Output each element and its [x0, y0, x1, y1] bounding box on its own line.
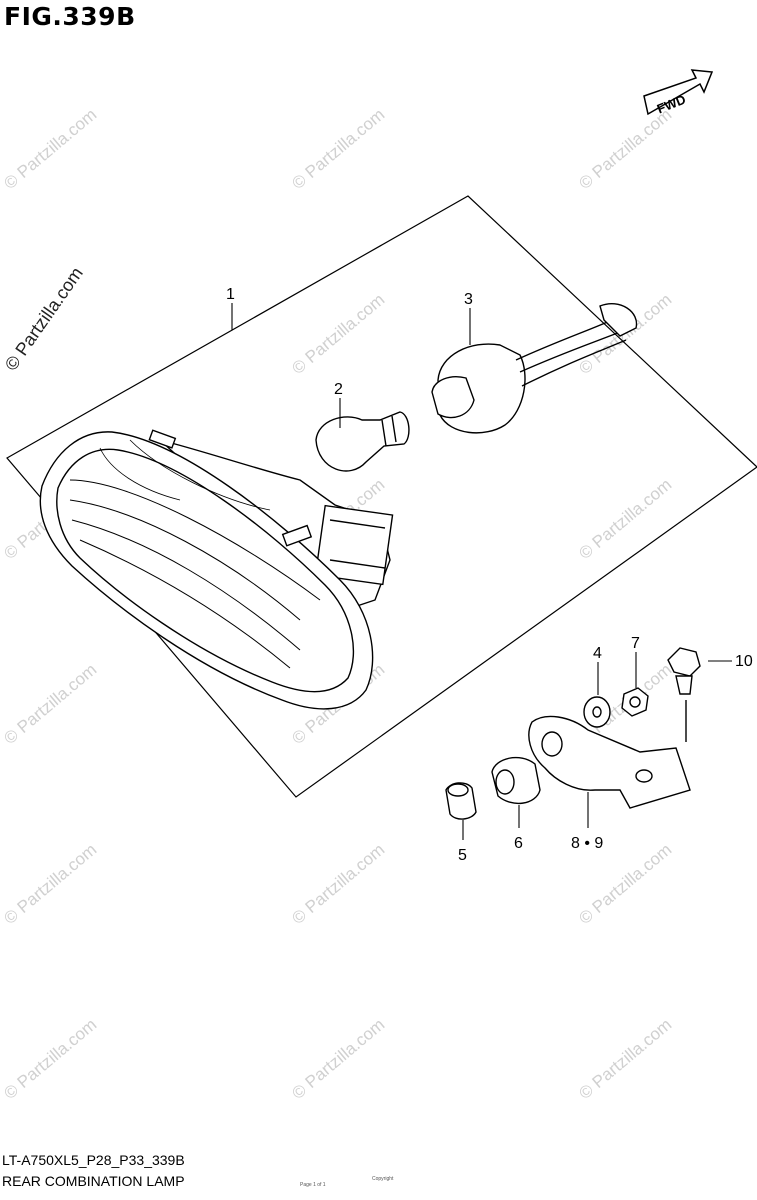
watermark: © Partzilla.com	[575, 105, 675, 193]
callout-6: 6	[514, 835, 523, 852]
bracket-drawing	[528, 715, 691, 809]
callout-labels: 1 2 3 4 5 6 7 8 • 9 10	[226, 286, 753, 864]
watermark: © Partzilla.com	[288, 1015, 388, 1103]
watermark: © Partzilla.com	[288, 105, 388, 193]
cushion-drawing	[491, 756, 541, 805]
watermark: © Partzilla.com	[575, 475, 675, 563]
watermark: © Partzilla.com	[0, 105, 100, 193]
assembly-outline	[6, 195, 757, 798]
callout-10: 10	[735, 653, 753, 670]
callout-4: 4	[593, 645, 602, 662]
diagram-code: LT-A750XL5_P28_P33_339B	[2, 1152, 185, 1168]
watermark: © Partzilla.com	[1, 263, 87, 374]
watermark: © Partzilla.com	[575, 1015, 675, 1103]
callout-1: 1	[226, 286, 235, 303]
callout-5: 5	[458, 847, 467, 864]
figure-title: FIG.339B	[4, 2, 136, 31]
callout-3: 3	[464, 291, 473, 308]
watermark: © Partzilla.com	[288, 290, 388, 378]
nut-drawing	[621, 687, 649, 717]
watermark: © Partzilla.com	[0, 840, 100, 928]
watermark: © Partzilla.com	[288, 840, 388, 928]
callout-2: 2	[334, 381, 343, 398]
fwd-arrow: FWD	[643, 69, 714, 117]
footer-fine-print: Page 1 of 1	[300, 1182, 326, 1188]
watermark: © Partzilla.com	[575, 840, 675, 928]
diagram-name: REAR COMBINATION LAMP	[2, 1173, 185, 1189]
callout-7: 7	[631, 635, 640, 652]
washer-drawing	[583, 696, 611, 728]
collar-drawing	[445, 782, 477, 820]
lamp-assembly-drawing	[39, 429, 394, 710]
watermark: © Partzilla.com	[0, 1015, 100, 1103]
bulb-drawing	[315, 411, 410, 472]
footer-fine-print-2: Copyright	[372, 1176, 394, 1182]
callout-8-9: 8 • 9	[571, 835, 603, 852]
watermark: © Partzilla.com	[0, 660, 100, 748]
socket-drawing	[431, 303, 638, 434]
leader-lines	[231, 303, 732, 840]
bolt-drawing	[667, 647, 701, 742]
